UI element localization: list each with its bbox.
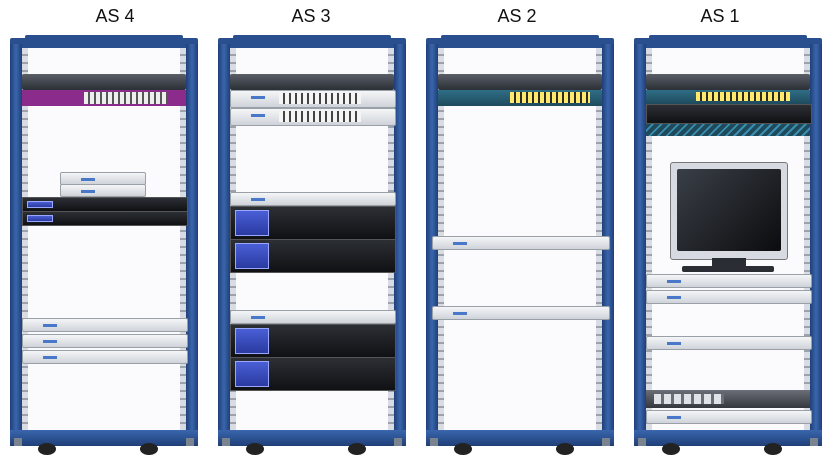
rack-foot (810, 438, 818, 446)
rack-top (10, 38, 198, 48)
rack-title-as1: AS 1 (700, 6, 740, 26)
blade-server (230, 324, 396, 358)
rack-rail-left (22, 48, 28, 434)
rack-title-as2: AS 2 (497, 6, 537, 26)
rack-base (634, 430, 822, 446)
rack-wheel (348, 443, 366, 455)
rack-as1 (634, 35, 822, 458)
switch-device (646, 74, 810, 90)
rack-wheel (662, 443, 680, 455)
rack-title-as4: AS 4 (95, 6, 135, 26)
server-blue-panel (27, 215, 53, 222)
rack-base (426, 430, 614, 446)
blade-server (230, 239, 396, 273)
rack-foot (394, 438, 402, 446)
switch-device (22, 74, 186, 90)
switch-device (438, 74, 602, 90)
rack-as2 (426, 35, 614, 458)
rack-wheel (140, 443, 158, 455)
rack-rail-right (804, 48, 810, 434)
rack-wheel (454, 443, 472, 455)
rack-base (218, 430, 406, 446)
server-1u (646, 274, 812, 288)
switch-faceplate (22, 90, 186, 106)
small-appliance (60, 184, 146, 197)
rack-as4 (10, 35, 198, 458)
rack-side-left (10, 44, 22, 434)
rack-side-left (634, 44, 646, 434)
rack-base (10, 430, 198, 446)
server-device (22, 197, 188, 212)
switch-faceplate (438, 90, 602, 106)
server-1u (646, 410, 812, 424)
rack-side-left (218, 44, 230, 434)
rack-foot (186, 438, 194, 446)
monitor-device (670, 162, 788, 260)
switch-device (230, 74, 394, 90)
rack-side-right (186, 44, 198, 434)
rack-foot (430, 438, 438, 446)
rack-rail-right (180, 48, 186, 434)
server-1u (432, 306, 610, 320)
server-blue-panel (27, 201, 53, 208)
rack-wheel (38, 443, 56, 455)
server-1u (646, 336, 812, 350)
rack-foot (14, 438, 22, 446)
server-1u (22, 334, 188, 348)
server-1u (22, 350, 188, 364)
rack-top (634, 38, 822, 48)
blade-server (230, 357, 396, 391)
server-1u (230, 310, 396, 324)
server-blue-panel (235, 328, 269, 354)
monitor-base (682, 266, 774, 272)
server-1u (646, 290, 812, 304)
rack-title-as3: AS 3 (291, 6, 331, 26)
rack-top (426, 38, 614, 48)
patch-panel (646, 124, 810, 136)
switch-light (230, 90, 396, 108)
server-1u (22, 318, 188, 332)
server-device (22, 211, 188, 226)
rack-foot (602, 438, 610, 446)
switch-light (230, 108, 396, 126)
server-blue-panel (235, 361, 269, 387)
server-blue-panel (235, 243, 269, 269)
rack-interior (22, 48, 186, 434)
rack-wheel (246, 443, 264, 455)
server-1u (230, 192, 396, 206)
firewall-appliance (646, 104, 812, 124)
rack-side-right (394, 44, 406, 434)
rack-top (218, 38, 406, 48)
blade-server (230, 206, 396, 240)
switch-faceplate (646, 90, 810, 104)
server-blue-panel (235, 210, 269, 236)
rack-rail-left (646, 48, 652, 434)
rack-foot (638, 438, 646, 446)
server-1u (432, 236, 610, 250)
rack-as3 (218, 35, 406, 458)
rack-wheel (556, 443, 574, 455)
rack-foot (222, 438, 230, 446)
rack-wheel (764, 443, 782, 455)
rack-side-right (810, 44, 822, 434)
kvm-switch (646, 390, 810, 408)
kvm-buttons (654, 394, 724, 404)
monitor-screen (677, 169, 781, 251)
